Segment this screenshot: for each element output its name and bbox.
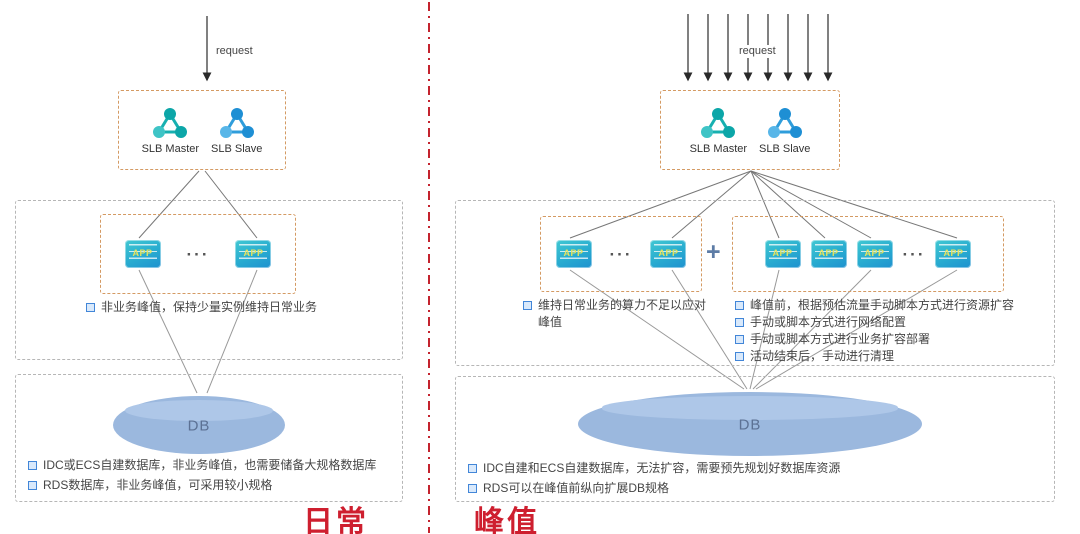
note-bullet-icon [28,461,37,470]
app-icon-label: APP [658,248,679,258]
note-text: RDS数据库，非业务峰值，可采用较小规格 [43,478,273,492]
ellipsis: ··· [902,244,926,264]
ellipsis: ··· [609,244,633,264]
peak-app-group-scaled-box: APP APP APP ··· APP [732,216,1004,292]
note-text: 活动结束后，手动进行清理 [750,349,895,363]
app-server-icon: APP [856,240,893,268]
daily-app-group-box: APP ··· APP [100,214,296,294]
slb-slave-icon [767,107,802,138]
app-server-icon: APP [764,240,801,268]
slb-master-label: SLB Master [689,142,748,155]
note-text: 手动或脚本方式进行网络配置 [750,315,907,329]
app-icon-label: APP [864,248,885,258]
note-text: IDC或ECS自建数据库，非业务峰值，也需要储备大规格数据库 [43,458,377,472]
daily-app-note: 非业务峰值，保持少量实例维持日常业务 [86,299,386,316]
peak-db-zone-box [455,376,1055,502]
db-label: DB [738,416,762,434]
right-slb-to-app-lines [569,170,958,239]
note-bullet-icon [86,303,95,312]
app-icon-label: APP [243,248,264,258]
peak-app-group-daily-box: APP ··· APP [540,216,702,292]
db-label: DB [187,417,211,435]
app-icon-label: APP [943,248,964,258]
note-text: 非业务峰值，保持少量实例维持日常业务 [101,300,318,314]
app-server-icon: APP [555,240,592,268]
note-bullet-icon [735,335,744,344]
app-icon-label: APP [772,248,793,258]
peak-note-2: 手动或脚本方式进行网络配置 [735,314,1045,331]
note-bullet-icon [735,318,744,327]
slb-cluster-box: SLB Master SLB Slave [118,90,286,170]
daily-db-zone-box [15,374,403,502]
left-app-to-db-lines [138,269,258,394]
daily-caption: 日常 [303,506,369,534]
note-text: RDS可以在峰值前纵向扩展DB规格 [483,481,670,495]
note-bullet-icon [523,301,532,310]
slb-master-icon [153,107,188,138]
left-slb-to-app-lines [138,170,258,239]
peak-capacity-note: 维持日常业务的算力不足以应对峰值 [523,297,713,331]
slb-slave: SLB Slave [759,106,810,155]
app-icon-label: APP [132,248,153,258]
slb-slave-label: SLB Slave [759,142,811,155]
peak-caption: 峰值 [474,506,540,534]
peak-app-zone-box [455,200,1055,366]
app-icon-label: APP [563,248,584,258]
slb-master-icon [701,107,736,138]
app-server-icon: APP [650,240,687,268]
slb-master-label: SLB Master [141,142,200,155]
peak-note-3: 手动或脚本方式进行业务扩容部署 [735,331,1045,348]
note-text: 维持日常业务的算力不足以应对峰值 [538,298,707,329]
app-server-icon: APP [235,240,272,268]
note-bullet-icon [735,352,744,361]
app-server-icon: APP [124,240,161,268]
peak-db-note-1: IDC自建和ECS自建数据库，无法扩容，需要预先规划好数据库资源 [468,460,1028,477]
right-app-to-db-lines [569,269,958,390]
note-bullet-icon [735,301,744,310]
db-cylinder: DB [578,392,922,456]
daily-app-zone-box [15,200,403,360]
daily-db-note-1: IDC或ECS自建数据库，非业务峰值，也需要储备大规格数据库 [28,457,400,474]
ellipsis: ··· [186,244,210,264]
plus-sign: + [706,238,721,266]
daily-db-note-2: RDS数据库，非业务峰值，可采用较小规格 [28,477,400,494]
slb-slave: SLB Slave [211,106,262,155]
app-server-icon: APP [935,240,972,268]
peak-note-4: 活动结束后，手动进行清理 [735,348,1045,365]
note-bullet-icon [28,481,37,490]
peak-note-1: 峰值前，根据预估流量手动脚本方式进行资源扩容 [735,297,1045,314]
note-text: 手动或脚本方式进行业务扩容部署 [750,332,931,346]
slb-slave-icon [219,107,254,138]
db-cylinder: DB [113,396,285,454]
note-bullet-icon [468,464,477,473]
app-icon-label: APP [818,248,839,258]
peak-db-note-2: RDS可以在峰值前纵向扩展DB规格 [468,480,1028,497]
app-server-icon: APP [810,240,847,268]
slb-slave-label: SLB Slave [211,142,263,155]
slb-cluster-box: SLB Master SLB Slave [660,90,840,170]
note-bullet-icon [468,484,477,493]
slb-master: SLB Master [690,106,747,155]
request-label: request [736,45,779,59]
request-label: request [213,45,256,59]
note-text: 峰值前，根据预估流量手动脚本方式进行资源扩容 [750,298,1015,312]
slb-master: SLB Master [142,106,199,155]
note-text: IDC自建和ECS自建数据库，无法扩容，需要预先规划好数据库资源 [483,461,841,475]
